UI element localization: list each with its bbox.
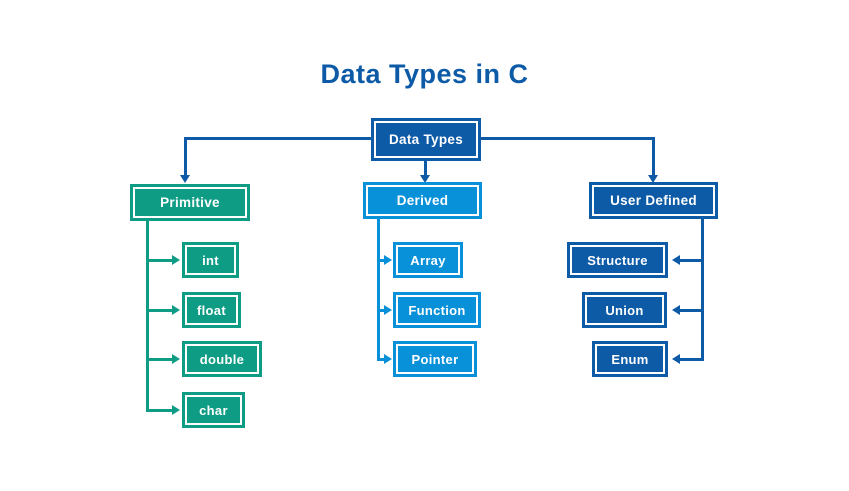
node-int: int [182, 242, 239, 278]
node-double: double [182, 341, 262, 377]
connector-primitive-char [146, 408, 172, 412]
arrow-left-icon [672, 304, 680, 315]
arrow-right-icon [384, 304, 392, 315]
connector-primitive-trunk [146, 221, 149, 411]
arrow-right-icon [172, 404, 180, 415]
connector-primitive-int [146, 258, 172, 262]
node-user-defined: User Defined [589, 182, 718, 219]
arrow-down-icon [648, 175, 658, 183]
connector-userdefined-trunk [701, 219, 704, 361]
node-float: float [182, 292, 241, 328]
connector-root-to-primitive-h [185, 137, 371, 140]
arrow-right-icon [172, 254, 180, 265]
node-pointer: Pointer [393, 341, 477, 377]
connector-derived-function [377, 308, 385, 312]
node-array: Array [393, 242, 463, 278]
connector-primitive-float [146, 308, 172, 312]
node-char: char [182, 392, 245, 428]
arrow-right-icon [384, 353, 392, 364]
connector-root-to-primitive-v [184, 137, 187, 175]
arrow-down-icon [420, 175, 430, 183]
arrow-right-icon [172, 353, 180, 364]
node-enum: Enum [592, 341, 668, 377]
node-data-types: Data Types [371, 118, 481, 161]
connector-userdefined-enum [680, 357, 704, 361]
node-function: Function [393, 292, 481, 328]
arrow-right-icon [172, 304, 180, 315]
node-primitive: Primitive [130, 184, 250, 221]
connector-root-to-derived-v [424, 161, 427, 175]
diagram-title: Data Types in C [320, 59, 529, 89]
connector-root-to-userdefined-v [652, 137, 655, 175]
connector-derived-pointer [377, 357, 385, 361]
connector-userdefined-structure [680, 258, 704, 262]
arrow-down-icon [180, 175, 190, 183]
connector-userdefined-union [680, 308, 704, 312]
arrow-left-icon [672, 254, 680, 265]
node-structure: Structure [567, 242, 668, 278]
connector-derived-trunk [377, 219, 380, 361]
arrow-right-icon [384, 254, 392, 265]
connector-derived-array [377, 258, 385, 262]
arrow-left-icon [672, 353, 680, 364]
node-union: Union [582, 292, 667, 328]
node-derived: Derived [363, 182, 482, 219]
connector-primitive-double [146, 357, 172, 361]
connector-root-to-userdefined-h [481, 137, 654, 140]
